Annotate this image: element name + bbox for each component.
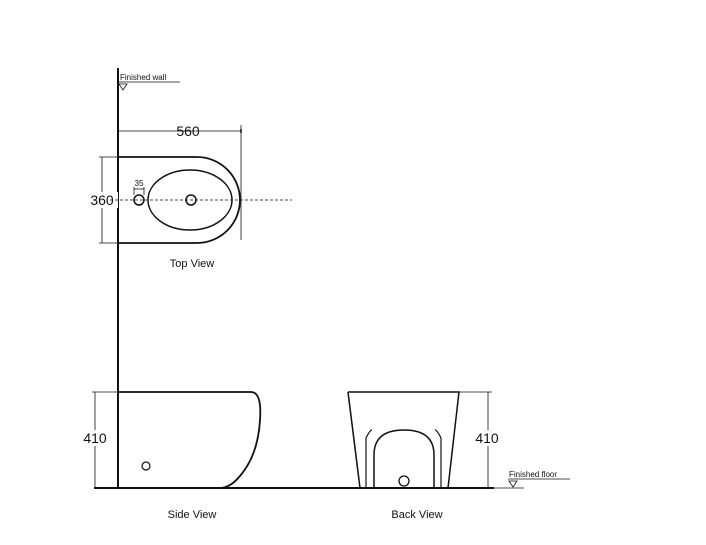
side-view-caption: Side View [168, 509, 217, 521]
back-arch [373, 429, 435, 488]
back-right-leg [434, 429, 442, 488]
back-height-label-bg [472, 430, 504, 446]
top-view-outline [118, 156, 241, 244]
side-height-value: 410 [83, 430, 107, 446]
side-height-label-bg [79, 430, 111, 446]
finished-wall-label: Finished wall [120, 73, 166, 82]
side-view-outline [118, 391, 262, 489]
top-view-caption: Top View [170, 258, 214, 270]
top-depth-label-bg [86, 192, 118, 208]
finished-wall-marker-icon [118, 83, 128, 91]
finished-floor-marker-icon [508, 480, 518, 488]
back-drain-icon [398, 475, 410, 487]
back-left-leg [365, 429, 373, 488]
back-view-caption: Back View [391, 509, 442, 521]
finished-floor-label: Finished floor [509, 470, 557, 479]
top-width-value: 560 [176, 123, 200, 139]
tap-hole-icon [133, 194, 145, 206]
top-depth-value: 360 [90, 192, 114, 208]
hole-dim-value: 35 [135, 179, 144, 188]
back-height-value: 410 [475, 430, 499, 446]
side-drain-icon [141, 461, 151, 471]
back-view-outline [347, 391, 460, 489]
